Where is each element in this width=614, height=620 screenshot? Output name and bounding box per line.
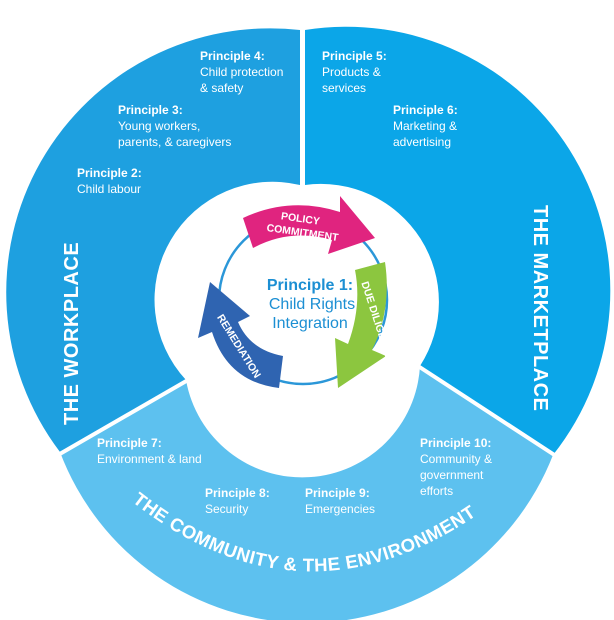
principle-4-title: Principle 4: (200, 49, 265, 63)
principle-5-line-1: Products & (322, 65, 381, 79)
separator-left (57, 378, 189, 457)
workplace-sector (6, 28, 300, 452)
principle-7: Principle 7: Environment & land (97, 436, 202, 466)
principle-8-line-1: Security (205, 502, 248, 516)
marketplace-label: THE MARKETPLACE (529, 205, 551, 411)
principle-3-title: Principle 3: (118, 103, 183, 117)
principle-9-title: Principle 9: (305, 486, 370, 500)
principle-6-line-2: advertising (393, 135, 451, 149)
principle-3-line-1: Young workers, (118, 119, 200, 133)
principle-3-line-2: parents, & caregivers (118, 135, 231, 149)
separator-right (416, 364, 558, 458)
principle-9: Principle 9: Emergencies (305, 486, 375, 516)
workplace-label: THE WORKPLACE (61, 242, 83, 425)
principle-2: Principle 2: Child labour (77, 166, 142, 196)
principle-7-line-1: Environment & land (97, 452, 202, 466)
principle-8: Principle 8: Security (205, 486, 270, 516)
principle-5: Principle 5: Products & services (322, 49, 387, 95)
principle-3: Principle 3: Young workers, parents, & c… (118, 103, 231, 149)
principle-7-title: Principle 7: (97, 436, 162, 450)
policy-arrow-shape (243, 196, 375, 254)
principle-6-line-1: Marketing & (393, 119, 457, 133)
due-diligence-arrow-shape (335, 262, 387, 388)
principle-4-line-1: Child protection (200, 65, 283, 79)
principle-4-line-2: & safety (200, 81, 243, 95)
principle-8-title: Principle 8: (205, 486, 270, 500)
principle-6-title: Principle 6: (393, 103, 458, 117)
remediation-arrow-shape (198, 282, 283, 388)
principle-2-line-1: Child labour (77, 182, 141, 196)
principle-10: Principle 10: Community & government eff… (420, 436, 492, 498)
principle-4: Principle 4: Child protection & safety (200, 49, 283, 95)
principle-2-title: Principle 2: (77, 166, 142, 180)
principle-10-title: Principle 10: (420, 436, 491, 450)
principle-10-line-2: government (420, 468, 484, 482)
principle-10-line-3: efforts (420, 484, 453, 498)
principle-6: Principle 6: Marketing & advertising (393, 103, 458, 149)
policy-arrow-line-1: POLICY (280, 210, 320, 227)
center-line-1: Child Rights (269, 296, 355, 313)
center-title: Principle 1: (267, 277, 353, 294)
principle-10-line-1: Community & (420, 452, 492, 466)
center-line-2: Integration (272, 315, 348, 332)
principle-5-line-2: services (322, 81, 366, 95)
community-sector (60, 366, 553, 620)
principle-9-line-1: Emergencies (305, 502, 375, 516)
principle-5-title: Principle 5: (322, 49, 387, 63)
marketplace-sector (305, 26, 611, 455)
